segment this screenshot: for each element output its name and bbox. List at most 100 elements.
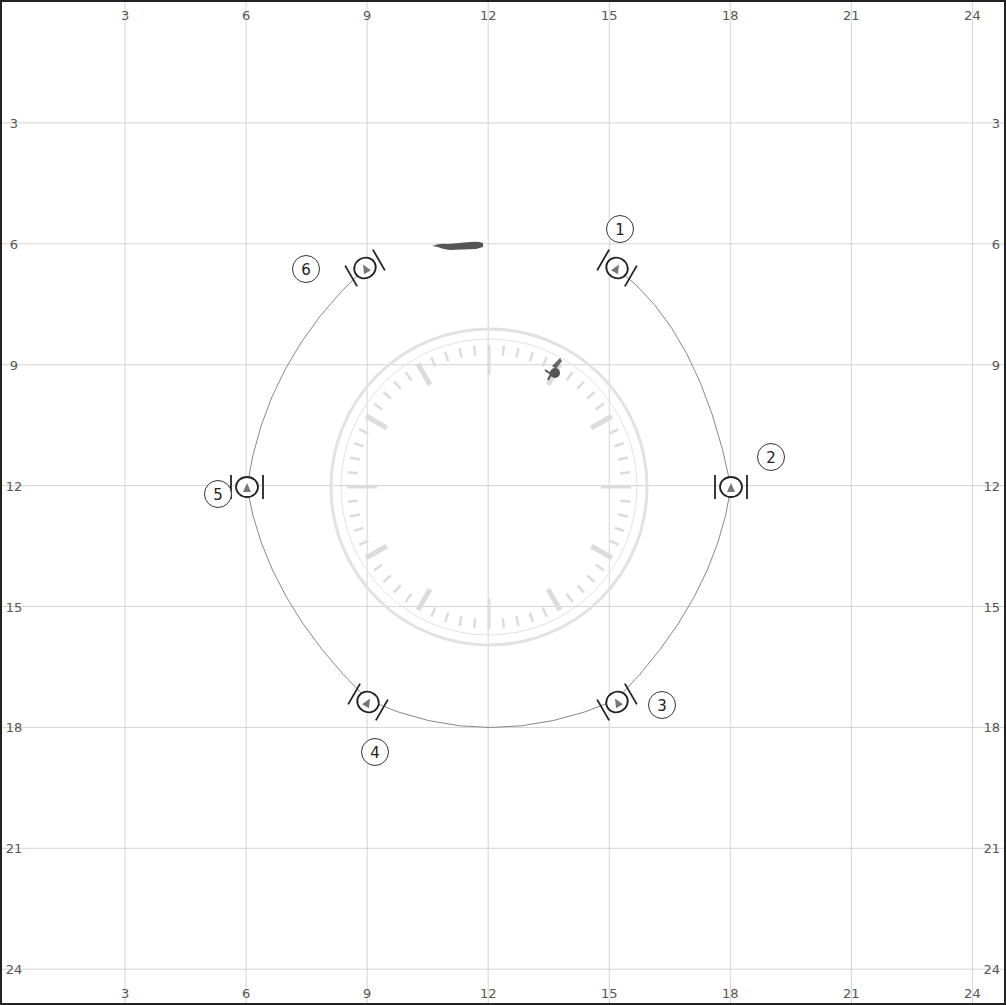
- callout-number: 6: [292, 255, 320, 283]
- clock-tick: [587, 575, 594, 582]
- clock-tick: [445, 613, 448, 623]
- clock-tick: [596, 565, 604, 571]
- clock-tick: [431, 608, 435, 617]
- callout-number: 1: [606, 215, 634, 243]
- clock-tick: [354, 528, 364, 531]
- clock-tick: [474, 618, 475, 628]
- axis-label: 9: [363, 9, 371, 22]
- clock-tick: [620, 472, 630, 473]
- clock-tick: [488, 345, 491, 375]
- clock-tick: [567, 372, 573, 380]
- route-path: [247, 268, 731, 728]
- axis-label: 21: [843, 987, 860, 1000]
- axis-label: 6: [10, 237, 18, 250]
- station-marker: [348, 684, 388, 721]
- clock-tick: [543, 608, 547, 617]
- clock-tick: [374, 565, 382, 571]
- clock-tick: [383, 392, 390, 399]
- grid-line: [609, 0, 610, 1005]
- clock-tick: [350, 457, 360, 459]
- axis-label: 6: [992, 237, 1000, 250]
- clock-tick: [530, 352, 533, 362]
- station-marker: [345, 250, 385, 287]
- axis-label: 12: [480, 9, 497, 22]
- grid-line: [367, 0, 368, 1005]
- callout-number: 3: [648, 691, 676, 719]
- grid-line: [0, 969, 1006, 970]
- clock-tick: [459, 616, 461, 626]
- axis-label: 12: [983, 479, 1000, 492]
- clock-tick: [610, 541, 619, 545]
- clock-tick: [516, 348, 518, 358]
- axis-label: 21: [6, 842, 23, 855]
- clock-tick: [618, 514, 628, 516]
- clock-tick: [587, 392, 594, 399]
- clock-tick: [591, 416, 612, 428]
- grid-line: [0, 243, 1006, 244]
- clock-tick: [406, 594, 412, 602]
- clock-tick: [354, 443, 364, 446]
- axis-label: 18: [6, 721, 23, 734]
- clock-face: [331, 329, 647, 645]
- axis-label: 24: [964, 9, 981, 22]
- clock-tick: [350, 514, 360, 516]
- axis-label: 9: [10, 358, 18, 371]
- clock-tick: [567, 594, 573, 602]
- axis-label: 18: [983, 721, 1000, 734]
- grid-line: [0, 485, 1006, 486]
- station-markers: [231, 250, 747, 721]
- axis-label: 24: [983, 963, 1000, 976]
- axis-label: 15: [601, 987, 618, 1000]
- clock-tick: [347, 486, 377, 489]
- grid-line: [246, 0, 247, 1005]
- clock-tick: [543, 357, 547, 366]
- grid-line: [972, 0, 973, 1005]
- clock-tick: [445, 352, 448, 362]
- axis-label: 12: [480, 987, 497, 1000]
- grid-line: [0, 848, 1006, 849]
- callout-number: 5: [204, 480, 232, 508]
- clock-tick: [394, 381, 401, 388]
- station-marker: [231, 475, 263, 499]
- axis-label: 9: [992, 358, 1000, 371]
- clock-tick: [366, 546, 387, 558]
- axis-label: 3: [121, 987, 129, 1000]
- axis-label: 3: [992, 116, 1000, 129]
- clock-tick: [620, 501, 630, 502]
- clock-tick: [474, 346, 475, 356]
- station-marker: [597, 250, 637, 287]
- clock-tick: [394, 585, 401, 592]
- clock-tick: [516, 616, 518, 626]
- axis-label: 24: [6, 963, 23, 976]
- grid-line: [0, 122, 1006, 123]
- axis-label: 15: [6, 600, 23, 613]
- clock-tick: [359, 429, 368, 433]
- clock-tick: [418, 364, 430, 385]
- clock-tick: [348, 501, 358, 502]
- clock-tick: [348, 472, 358, 473]
- clock-tick: [596, 404, 604, 410]
- clock-tick: [601, 486, 631, 489]
- grid-line: [125, 0, 126, 1005]
- callout-number: 4: [361, 738, 389, 766]
- axis-label: 18: [722, 9, 739, 22]
- clock-tick: [615, 443, 625, 446]
- clock-tick: [418, 589, 430, 610]
- axis-label: 24: [964, 987, 981, 1000]
- station-marker: [597, 684, 637, 721]
- clock-tick: [431, 357, 435, 366]
- grid-line: [730, 0, 731, 1005]
- clock-tick: [359, 541, 368, 545]
- clock-tick: [374, 404, 382, 410]
- animal-silhouette: [432, 242, 483, 250]
- clock-tick: [577, 381, 584, 388]
- clock-tick: [459, 348, 461, 358]
- clock-tick: [488, 599, 491, 629]
- clock-tick: [503, 618, 504, 628]
- axis-label: 21: [843, 9, 860, 22]
- grid-line: [488, 0, 489, 1005]
- axis-label: 15: [983, 600, 1000, 613]
- clock-tick: [406, 372, 412, 380]
